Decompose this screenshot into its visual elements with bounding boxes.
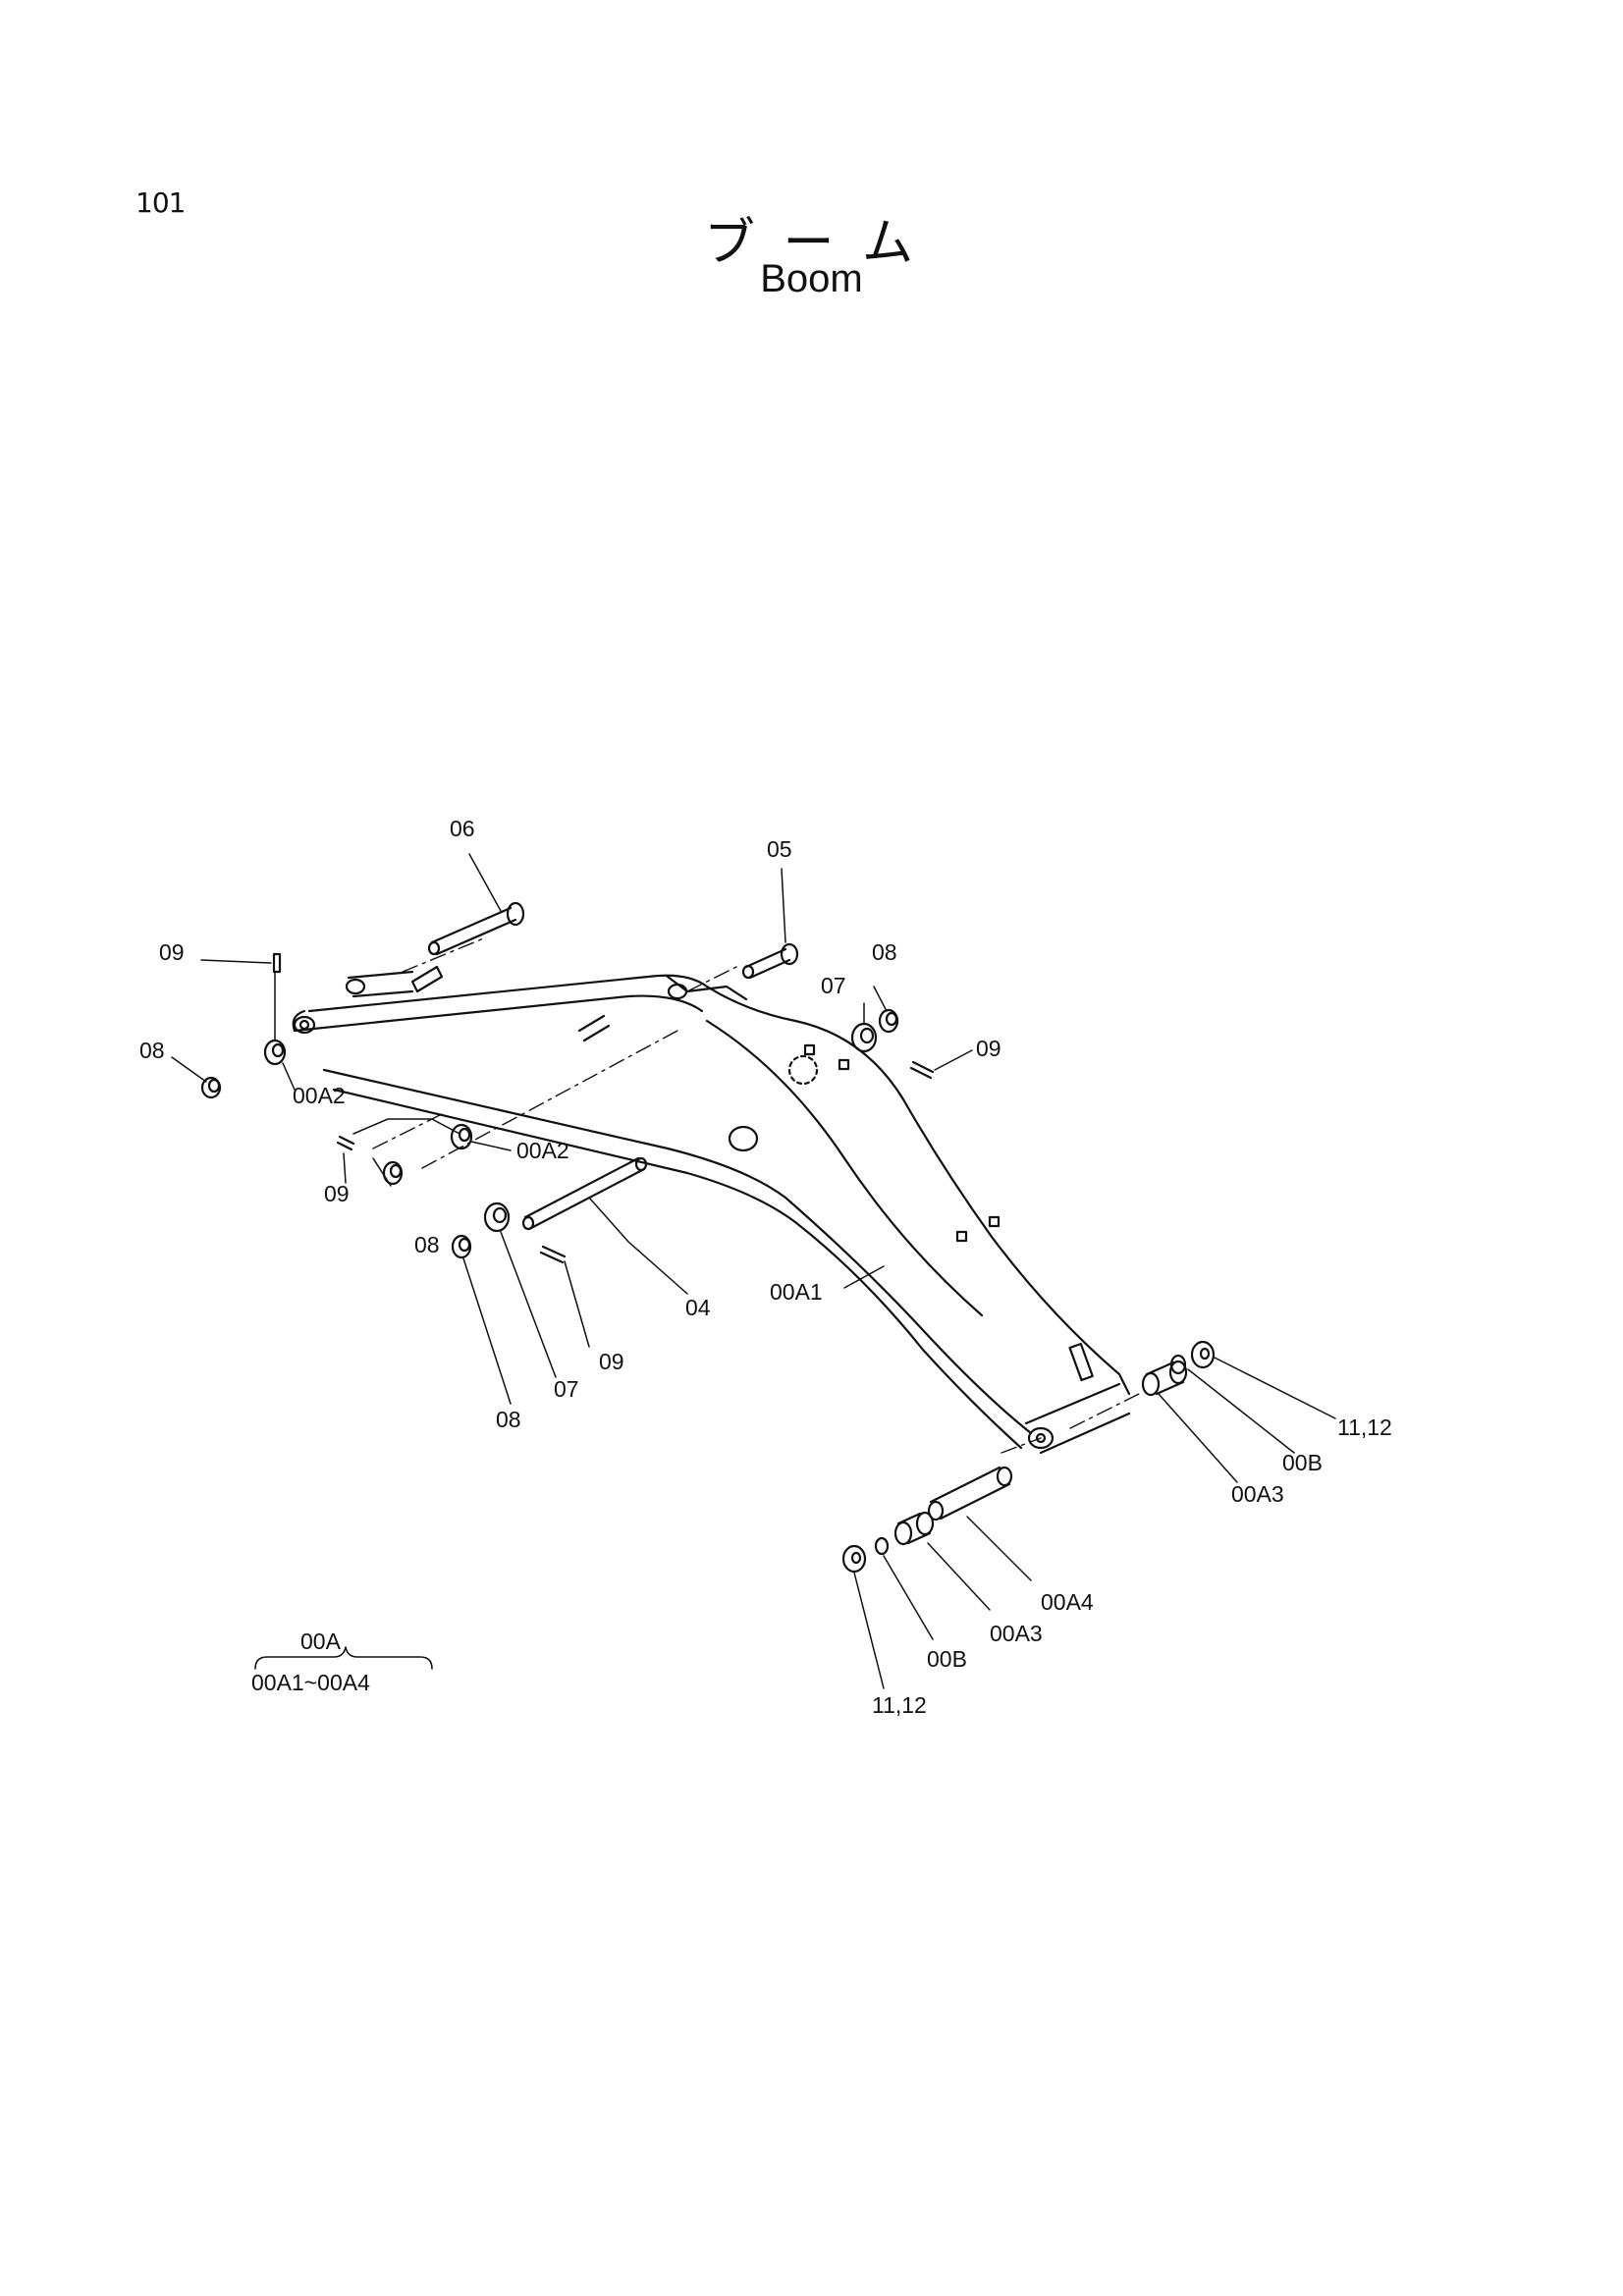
callout-00a2-mid: 00A2 — [516, 1138, 569, 1163]
callout-04: 04 — [685, 1295, 711, 1320]
callout-11-12-low: 11,12 — [872, 1692, 927, 1718]
page-title-english: Boom — [760, 257, 863, 300]
assembly-key-top: 00A — [300, 1629, 342, 1654]
callout-00b-right: 00B — [1282, 1450, 1323, 1475]
callout-labels: 06 05 09 08 07 09 08 00A2 09 00A2 08 04 … — [139, 816, 1392, 1718]
callout-07-low: 07 — [554, 1376, 579, 1402]
callout-00a3-low: 00A3 — [990, 1621, 1043, 1646]
center-lines — [372, 936, 1140, 1454]
callout-00b-low: 00B — [927, 1646, 967, 1672]
pin-00a4 — [927, 1466, 1013, 1522]
assembly-key-bottom: 00A1~00A4 — [251, 1670, 370, 1695]
callout-08-mid: 08 — [414, 1232, 440, 1257]
leader-lines — [171, 853, 1336, 1689]
callout-00a3-right: 00A3 — [1231, 1481, 1284, 1507]
page-number: 101 — [135, 187, 186, 219]
callout-06: 06 — [450, 816, 475, 841]
callout-09-low: 09 — [599, 1349, 624, 1374]
callout-08-left: 08 — [139, 1038, 165, 1063]
callout-09-top-right: 09 — [976, 1036, 1001, 1061]
callout-05: 05 — [767, 836, 792, 862]
assembly-key-brace — [254, 1646, 433, 1670]
callout-11-12-right: 11,12 — [1337, 1415, 1392, 1440]
callout-00a1: 00A1 — [770, 1279, 823, 1305]
callout-09-top-left: 09 — [159, 939, 185, 965]
callout-08-top-right: 08 — [872, 939, 897, 965]
callout-09-mid: 09 — [324, 1181, 350, 1206]
callout-00a2-left: 00A2 — [293, 1083, 346, 1108]
boom-body — [292, 965, 1131, 1455]
page-title-japanese: ブ ー ム — [703, 214, 920, 273]
pin-05 — [741, 942, 799, 980]
pin-06 — [427, 901, 525, 956]
small-parts — [200, 952, 1216, 1574]
callout-07-top-right: 07 — [821, 973, 846, 998]
callout-00a4: 00A4 — [1041, 1589, 1094, 1615]
pin-04 — [521, 1156, 648, 1231]
callout-08-low: 08 — [496, 1407, 521, 1432]
